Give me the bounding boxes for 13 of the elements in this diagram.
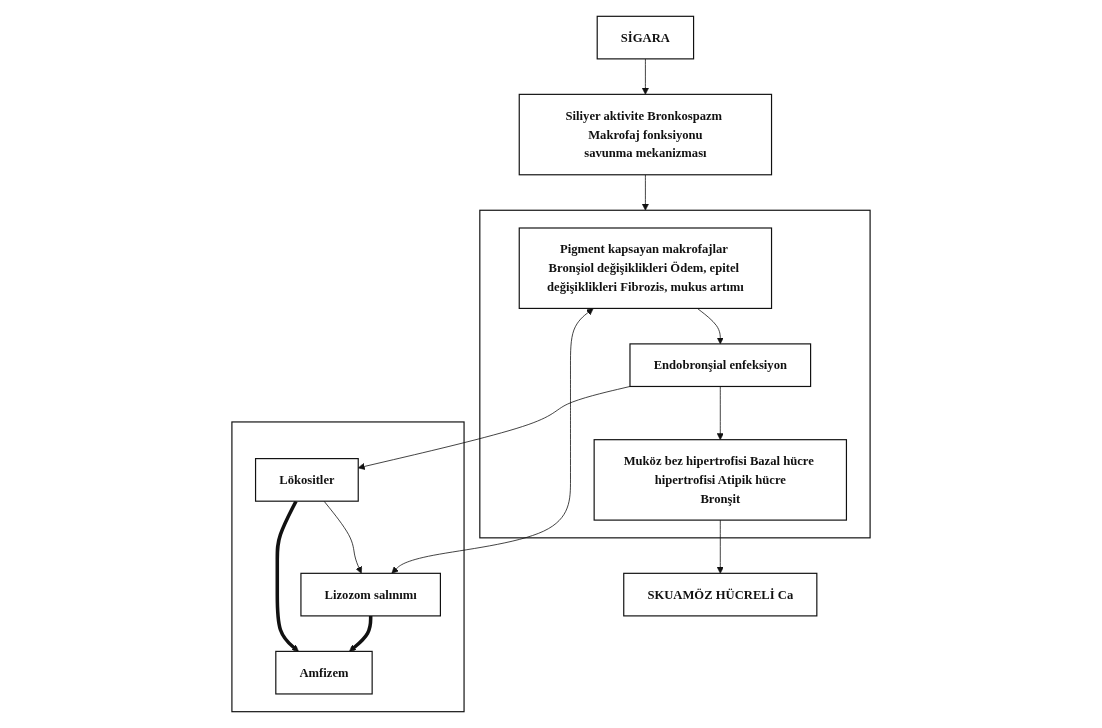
node-box: Pigment kapsayan makrofajlar Bronşiol değişiklikleri Ödem, epitel değişiklikleri Fibrozis, mukus artımı [518, 227, 773, 309]
node-box: Lökositler [254, 458, 359, 502]
arrow [275, 500, 299, 652]
cluster [231, 421, 465, 713]
node-box: Siliyer aktivite Bronkospazm Makrofaj fonksiyonu savunma mekanizması [518, 93, 773, 176]
cluster [479, 209, 871, 539]
node-box: Lizozom salınımı [300, 572, 441, 617]
node-box: Amfizem [275, 650, 373, 695]
node-box: SİGARA [596, 15, 695, 60]
arrow [349, 615, 373, 652]
node-box: Endobronşial enfeksiyon [629, 343, 812, 388]
node-box: Muköz bez hipertrofisi Bazal hücre hipertrofisi Atipik hücre Bronşit [593, 439, 848, 521]
node-box: SKUAMÖZ HÜCRELİ Ca [623, 572, 818, 617]
